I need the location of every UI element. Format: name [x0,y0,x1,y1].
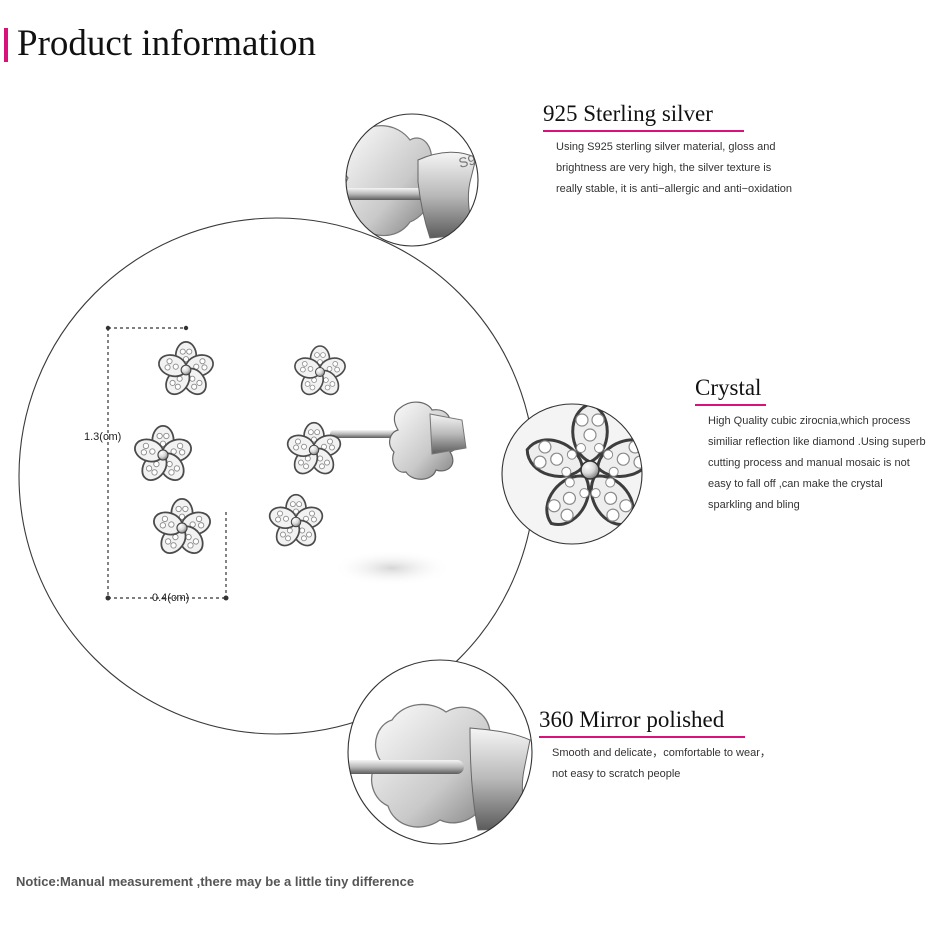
title-accent-bar [4,28,8,62]
feature-desc-crystal: High Quality cubic zirocnia,which proces… [708,411,926,516]
height-label: 1.3(cm) [84,431,122,443]
earring-side [267,346,467,550]
feature-desc-polished: Smooth and delicate，comfortable to wear，… [552,743,771,785]
feature-underline [539,736,745,738]
detail-circle-crystal [501,403,643,545]
desc-line: cutting process and manual mosaic is not [708,457,910,469]
feature-underline [695,404,766,406]
width-label: 0.4(cm) [152,592,190,604]
desc-line: brightness are very high, the silver tex… [556,162,772,174]
feature-desc-silver: Using S925 sterling silver material, glo… [556,137,792,200]
detail-circle-polished [347,659,533,845]
desc-line: really stable, it is anti−allergic and a… [556,183,793,195]
feature-title-polished: 360 Mirror polished [539,707,725,732]
detail-circle-silver: S925 [345,113,479,247]
feature-title-silver: 925 Sterling silver [543,101,713,126]
page-title: Product information [17,23,317,64]
feature-title-crystal: Crystal [695,375,762,400]
desc-line: High Quality cubic zirocnia,which proces… [708,415,911,427]
desc-line: Using S925 sterling silver material, glo… [556,141,776,153]
main-circle [18,217,536,735]
feature-underline [543,130,744,132]
measurement-notice: Notice:Manual measurement ,there may be … [16,874,415,889]
desc-line: sparkling and bling [708,499,800,511]
desc-line: similiar reflection like diamond .Using … [708,436,926,448]
dimension-lines [107,327,227,599]
desc-line: Smooth and delicate，comfortable to wear， [552,747,771,759]
earring-front [132,342,216,558]
desc-line: easy to fall off ,can make the crystal [708,478,883,490]
desc-line: not easy to scratch people [552,768,681,780]
